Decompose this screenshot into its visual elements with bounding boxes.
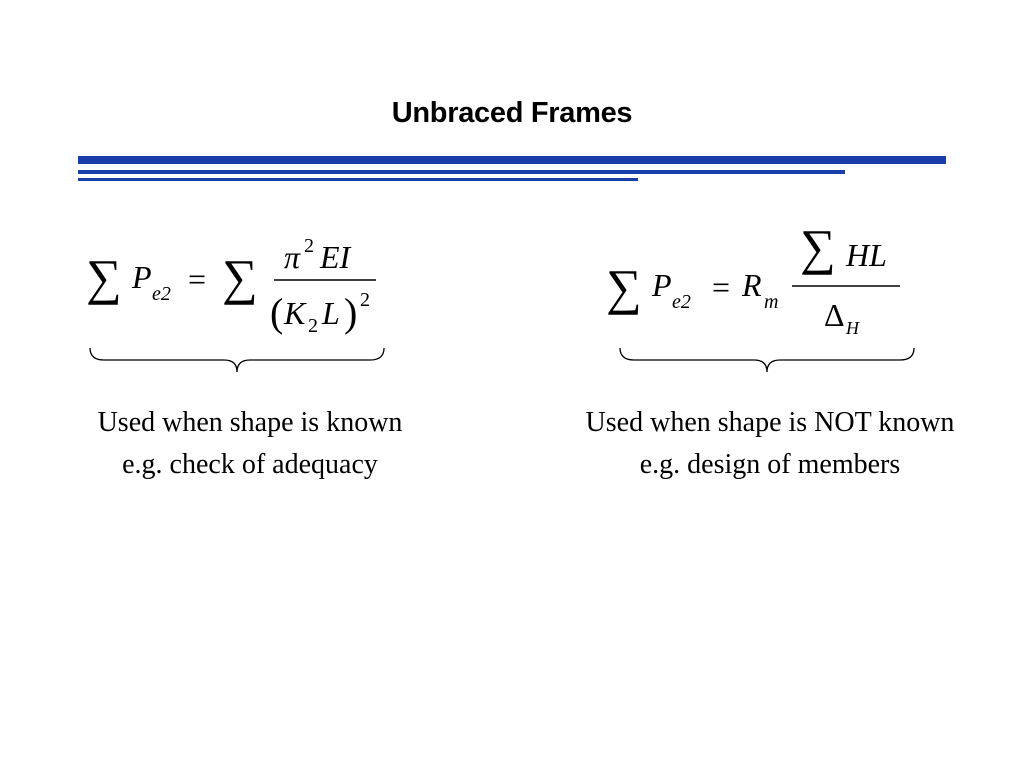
R-symbol: R [741, 267, 762, 303]
pi-symbol: π [284, 239, 301, 275]
underbrace-left [89, 347, 385, 373]
slide-title: Unbraced Frames [391, 97, 633, 129]
numerator-sum: ∑ [800, 222, 836, 275]
P-subscript: e2 [672, 291, 691, 313]
sum-symbol-2: ∑ [222, 249, 258, 305]
caption-right: Used when shape is NOT known e.g. design… [530, 402, 1010, 486]
caption-right-line-2: e.g. design of members [639, 449, 901, 480]
formula-sum-pe2-euler: ∑ P e2 = ∑ π 2 EI ( K 2 L ) 2 [86, 235, 376, 337]
underbrace-right [619, 347, 915, 373]
delta-symbol: Δ [824, 297, 845, 333]
EI-symbol: EI [319, 239, 352, 275]
K-symbol: K [283, 295, 307, 331]
caption-right-line-1: Used when shape is NOT known [585, 407, 955, 438]
L-symbol: L [321, 295, 340, 331]
denominator-exponent: 2 [360, 289, 370, 311]
P-subscript: e2 [152, 283, 171, 305]
formula-sum-pe2-rm: ∑ P e2 = R m ∑ HL Δ H [606, 222, 900, 338]
sum-symbol: ∑ [86, 249, 122, 305]
HL-symbol: HL [845, 237, 887, 273]
delta-subscript: H [845, 318, 860, 338]
header-rule-thin [78, 178, 638, 181]
pi-exponent: 2 [304, 235, 314, 257]
paren-close: ) [344, 290, 357, 335]
P-symbol: P [131, 259, 152, 295]
sum-symbol: ∑ [606, 259, 642, 315]
K-subscript: 2 [308, 315, 318, 337]
paren-open: ( [270, 290, 283, 335]
equals-sign: = [188, 261, 206, 297]
header-rule-thick [78, 156, 946, 164]
equals-sign: = [712, 269, 730, 305]
P-symbol: P [651, 267, 672, 303]
header-rule-medium [78, 170, 845, 174]
caption-left: Used when shape is known e.g. check of a… [40, 402, 460, 486]
caption-left-line-2: e.g. check of adequacy [122, 449, 378, 480]
R-subscript: m [764, 291, 778, 313]
caption-left-line-1: Used when shape is known [97, 407, 403, 438]
